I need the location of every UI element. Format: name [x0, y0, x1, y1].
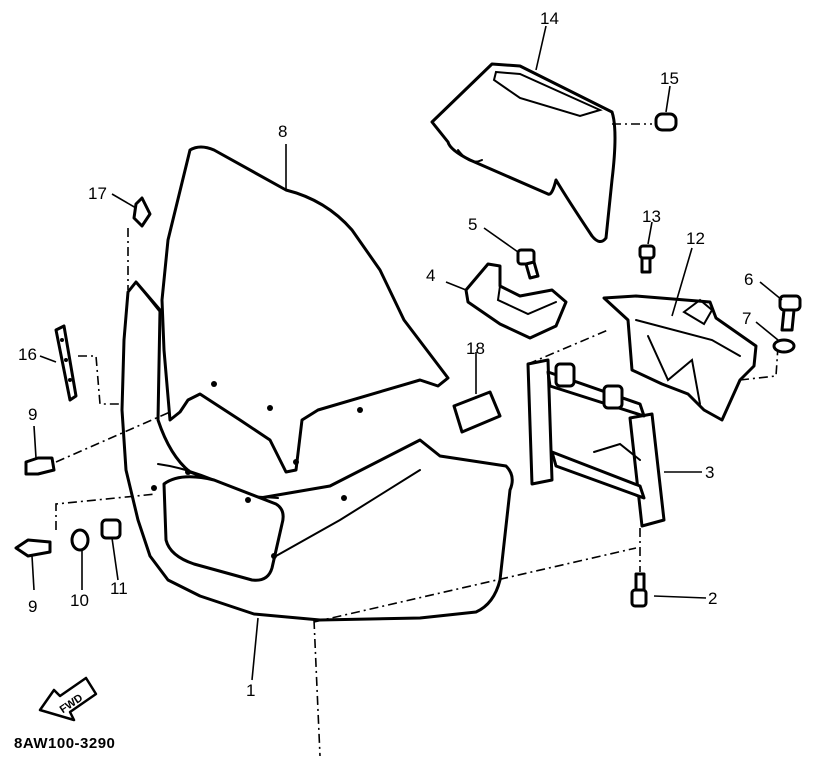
grommet: [612, 112, 678, 132]
callout-18: 18: [466, 339, 485, 358]
leader-lines: [31, 25, 783, 681]
callout-16: 16: [18, 345, 37, 364]
callout-5: 5: [468, 215, 477, 234]
callout-12: 12: [686, 229, 705, 248]
plate: [452, 390, 502, 434]
fwd-arrow-icon: FWD: [38, 676, 98, 722]
bolt-5: [516, 248, 540, 280]
callout-1: 1: [246, 681, 255, 700]
callout-8: 8: [278, 122, 287, 141]
callout-4: 4: [426, 266, 435, 285]
emblem: [127, 196, 152, 290]
callout-14: 14: [540, 9, 559, 28]
bolt-2: [630, 528, 648, 608]
callout-3: 3: [705, 463, 714, 482]
screw-upper: [24, 411, 171, 476]
washer-7: [772, 338, 796, 354]
callout-9-upper: 9: [28, 405, 37, 424]
callout-6: 6: [744, 270, 753, 289]
callout-17: 17: [88, 184, 107, 203]
callout-13: 13: [642, 207, 661, 226]
callout-11: 11: [110, 579, 128, 598]
side-strip: [54, 324, 122, 405]
nut-11: [100, 518, 122, 540]
bolt-6: [778, 294, 802, 332]
callout-9-lower: 9: [28, 597, 37, 616]
meter-cover: [430, 62, 617, 243]
cowling: [120, 280, 514, 622]
windshield: [160, 145, 450, 474]
callout-2: 2: [708, 589, 717, 608]
screw-lower: [14, 538, 52, 558]
bolt-13: [638, 244, 656, 274]
callout-7: 7: [742, 309, 751, 328]
callout-10: 10: [70, 591, 89, 610]
washer-10: [70, 528, 90, 552]
diagram-code: 8AW100-3290: [14, 735, 116, 752]
callout-15: 15: [660, 69, 679, 88]
callout-labels: 1 2 3 4 5 6 7 8 9 9 10 11 12 13 14 15 16…: [18, 9, 753, 700]
bracket-4: [464, 262, 568, 340]
stay-frame: [526, 329, 666, 528]
bracket-12: [602, 294, 779, 422]
